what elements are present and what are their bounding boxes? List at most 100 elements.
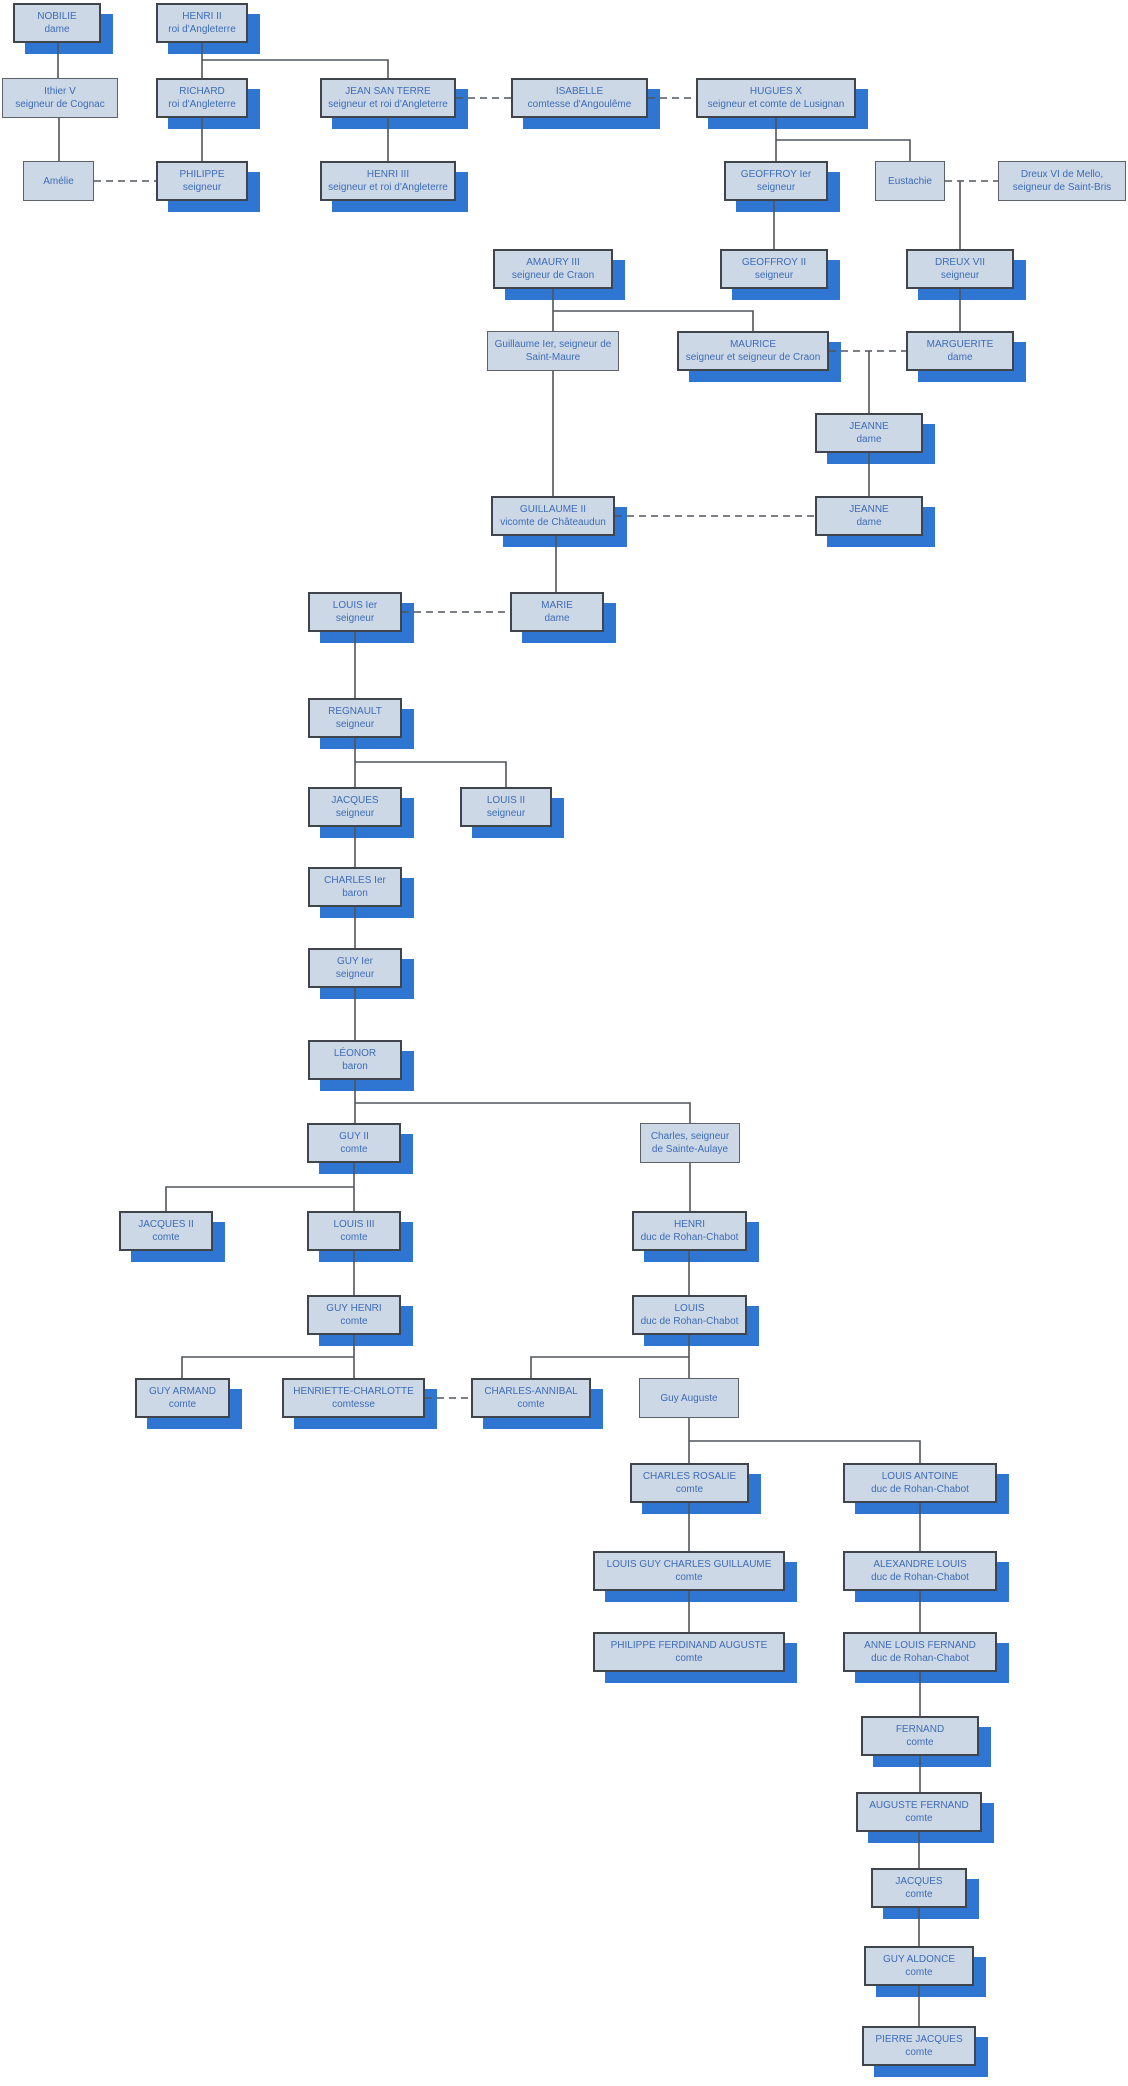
person-node-guy-auguste[interactable]: Guy Auguste	[639, 1378, 739, 1418]
person-title: duc de Rohan-Chabot	[640, 1316, 739, 1327]
person-name: LOUIS II	[486, 795, 526, 806]
person-name: CHARLES-ANNIBAL	[484, 1386, 578, 1397]
person-name: GUY HENRI	[326, 1303, 382, 1314]
person-name: HENRIETTE-CHARLOTTE	[293, 1386, 414, 1397]
person-name: JACQUES	[895, 1876, 943, 1887]
person-name: Amélie	[43, 175, 74, 187]
person-title: comte	[905, 1967, 933, 1978]
person-name: LOUIS Ier	[332, 600, 378, 611]
person-title: comte	[905, 1813, 933, 1824]
descent-connector	[202, 59, 389, 78]
person-name: CHARLES ROSALIE	[642, 1471, 737, 1482]
person-node-eustachie[interactable]: Eustachie	[875, 161, 945, 201]
person-name: AMAURY III	[526, 257, 580, 268]
person-name: RICHARD	[179, 86, 225, 97]
person-title: duc de Rohan-Chabot	[871, 1653, 969, 1664]
descent-connector	[355, 1102, 691, 1123]
person-name: ANNE LOUIS FERNAND	[864, 1640, 976, 1651]
person-title: vicomte de Châteaudun	[500, 517, 606, 528]
descent-connector	[355, 761, 507, 787]
person-name: JACQUES II	[138, 1219, 194, 1230]
person-title: roi d'Angleterre	[168, 24, 236, 35]
person-title: seigneur et comte de Lusignan	[707, 99, 845, 110]
person-node-louis-rc[interactable]: LOUIS duc de Rohan-Chabot	[632, 1295, 747, 1335]
person-node-amelie[interactable]: Amélie	[23, 161, 94, 201]
person-title: seigneur et seigneur de Craon	[685, 352, 821, 363]
person-title: seigneur	[335, 719, 375, 730]
person-title: seigneur	[754, 270, 794, 281]
descent-connector	[530, 1356, 689, 1378]
person-name: HENRI	[673, 1219, 706, 1230]
person-node-anne-lf[interactable]: ANNE LOUIS FERNAND duc de Rohan-Chabot	[843, 1632, 997, 1672]
person-title: baron	[342, 1061, 368, 1072]
person-name: LOUIS	[674, 1303, 705, 1314]
descent-connector	[165, 1186, 354, 1211]
person-node-henriette[interactable]: HENRIETTE-CHARLOTTE comtesse	[282, 1378, 425, 1418]
person-name: NOBILIE	[37, 11, 77, 22]
person-name: CHARLES Ier	[324, 875, 386, 886]
person-name: JEAN SAN TERRE	[345, 86, 431, 97]
person-name: LOUIS III	[333, 1219, 375, 1230]
person-name: Guy Auguste	[660, 1392, 718, 1404]
person-title: seigneur	[756, 182, 796, 193]
person-title: comte	[340, 1144, 368, 1155]
person-name: Ithier V	[44, 86, 76, 97]
person-name: Eustachie	[888, 175, 932, 187]
person-node-dreux-6[interactable]: Dreux VI de Mello,seigneur de Saint-Bris	[998, 161, 1126, 201]
person-node-ithier-5[interactable]: Ithier V seigneur de Cognac	[2, 78, 118, 118]
person-title: comte	[152, 1232, 180, 1243]
person-title: seigneur de Saint-Bris	[1012, 182, 1112, 193]
person-title: comtesse	[332, 1399, 375, 1410]
person-title: dame	[544, 613, 570, 624]
person-title: comte	[168, 1399, 197, 1410]
person-node-jacques-2[interactable]: JACQUES II comte	[119, 1211, 213, 1251]
person-title: seigneur de Cognac	[15, 99, 105, 110]
person-title: duc de Rohan-Chabot	[871, 1484, 969, 1495]
person-title: seigneur	[335, 969, 375, 980]
